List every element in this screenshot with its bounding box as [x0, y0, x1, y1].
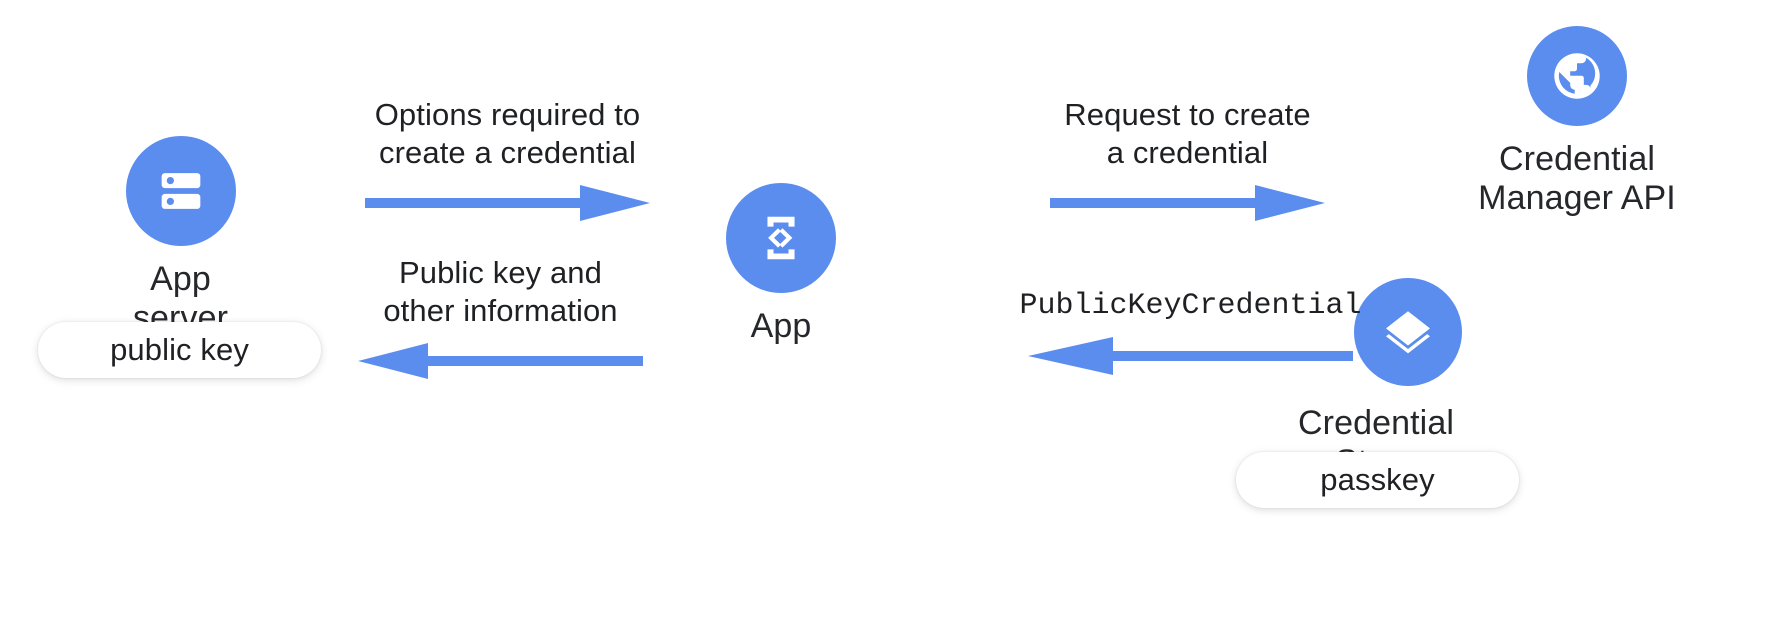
arrow-left-public-key-credential: [1028, 336, 1353, 375]
flow-public-key-response: Public key and other information: [358, 254, 643, 382]
flow-public-key-response-label: Public key and other information: [383, 255, 618, 328]
arrow-right-options-required: [365, 184, 650, 221]
chip-public-key: public key: [38, 322, 321, 378]
node-app-server: App server: [103, 136, 258, 338]
node-credential-manager-api: Credential Manager API: [1437, 26, 1717, 218]
chip-passkey: passkey: [1236, 452, 1519, 508]
flow-public-key-credential-label: PublicKeyCredential: [1019, 289, 1362, 323]
arrow-left-public-key-response: [358, 342, 643, 379]
app-server-circle: [125, 136, 236, 246]
app-label: App: [750, 307, 812, 345]
chip-public-key-text: public key: [110, 332, 249, 367]
globe-public-icon: [1554, 53, 1600, 99]
server-icon: [161, 173, 200, 209]
flow-options-required-label: Options required to create a credential: [374, 97, 641, 170]
flow-request-to-create: Request to create a credential: [1050, 96, 1325, 224]
flow-public-key-credential: PublicKeyCredential: [1019, 288, 1362, 377]
flow-options-required: Options required to create a credential: [365, 96, 650, 224]
credential-store-circle: [1354, 278, 1462, 386]
arrow-right-request-to-create: [1050, 184, 1325, 221]
node-app: App: [726, 183, 836, 346]
node-credential-store: Credential Store: [1258, 278, 1494, 482]
credential-manager-api-label: Credential Manager API: [1478, 140, 1676, 218]
chip-passkey-text: passkey: [1320, 462, 1435, 497]
credential-manager-api-circle: [1527, 26, 1627, 126]
flow-request-to-create-label: Request to create a credential: [1064, 97, 1311, 170]
app-circle: [726, 183, 836, 293]
app-code-phone-icon: [767, 216, 795, 260]
layers-stack-icon: [1386, 311, 1430, 354]
